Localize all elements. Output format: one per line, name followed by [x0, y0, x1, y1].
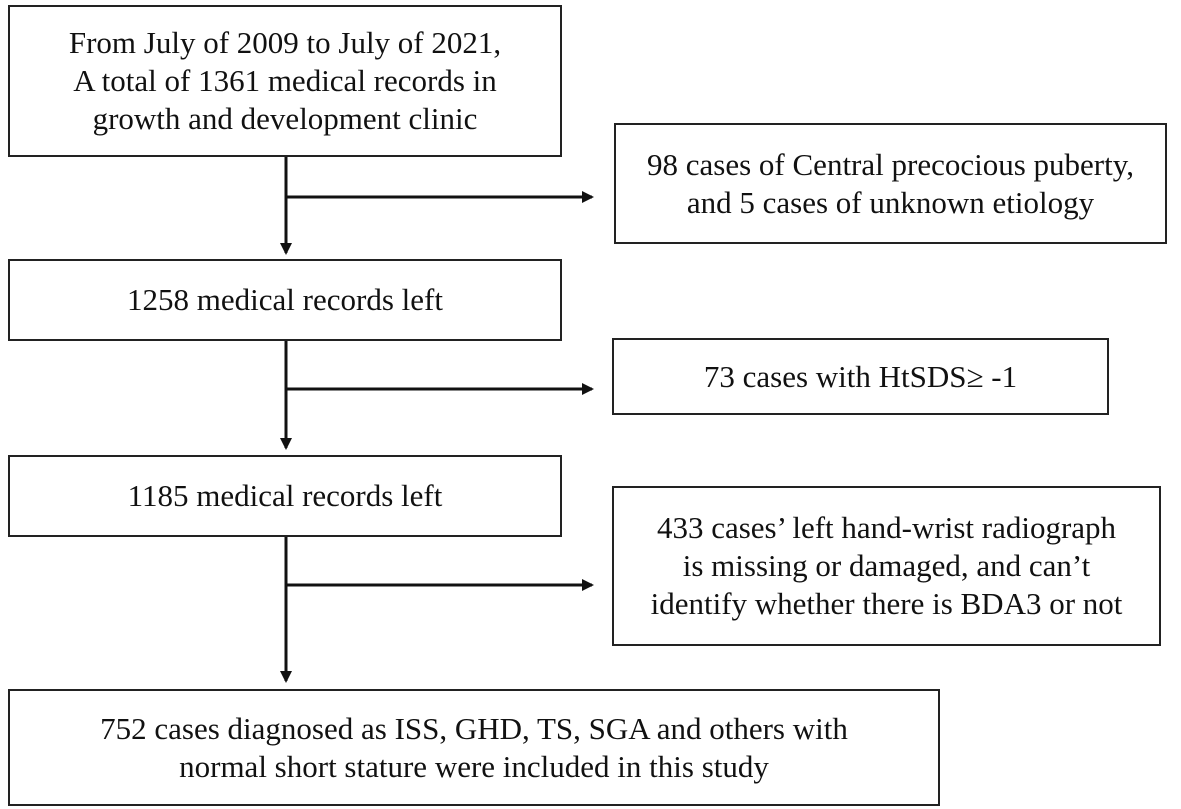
- box-exclude3-line-2: is missing or damaged, and can’t: [682, 548, 1091, 583]
- box-start: From July of 2009 to July of 2021, A tot…: [8, 5, 562, 157]
- box-step2: 1258 medical records left: [8, 259, 562, 341]
- box-start-line-3: growth and development clinic: [92, 101, 478, 136]
- box-final-line-1: 752 cases diagnosed as ISS, GHD, TS, SGA…: [100, 710, 848, 746]
- box-exclude3-line-3: identify whether there is BDA3 or not: [650, 586, 1123, 621]
- box-exclude1: 98 cases of Central precocious puberty, …: [614, 123, 1167, 244]
- box-start-line-1: From July of 2009 to July of 2021,: [68, 25, 502, 60]
- box-final: 752 cases diagnosed as ISS, GHD, TS, SGA…: [8, 689, 940, 806]
- box-exclude1-line-2: and 5 cases of unknown etiology: [686, 184, 1095, 220]
- box-exclude2: 73 cases with HtSDS≥ -1: [612, 338, 1109, 415]
- box-step2-line-1: 1258 medical records left: [127, 282, 443, 317]
- box-final-line-2: normal short stature were included in th…: [179, 748, 769, 784]
- box-exclude3-line-1: 433 cases’ left hand-wrist radiograph: [656, 510, 1117, 545]
- box-exclude3: 433 cases’ left hand-wrist radiograph is…: [612, 486, 1161, 646]
- box-exclude2-line-1: 73 cases with HtSDS≥ -1: [703, 358, 1018, 394]
- box-step3-line-1: 1185 medical records left: [127, 478, 443, 513]
- box-start-line-2: A total of 1361 medical records in: [73, 63, 497, 98]
- box-exclude1-line-1: 98 cases of Central precocious puberty,: [647, 146, 1134, 182]
- box-step3: 1185 medical records left: [8, 455, 562, 537]
